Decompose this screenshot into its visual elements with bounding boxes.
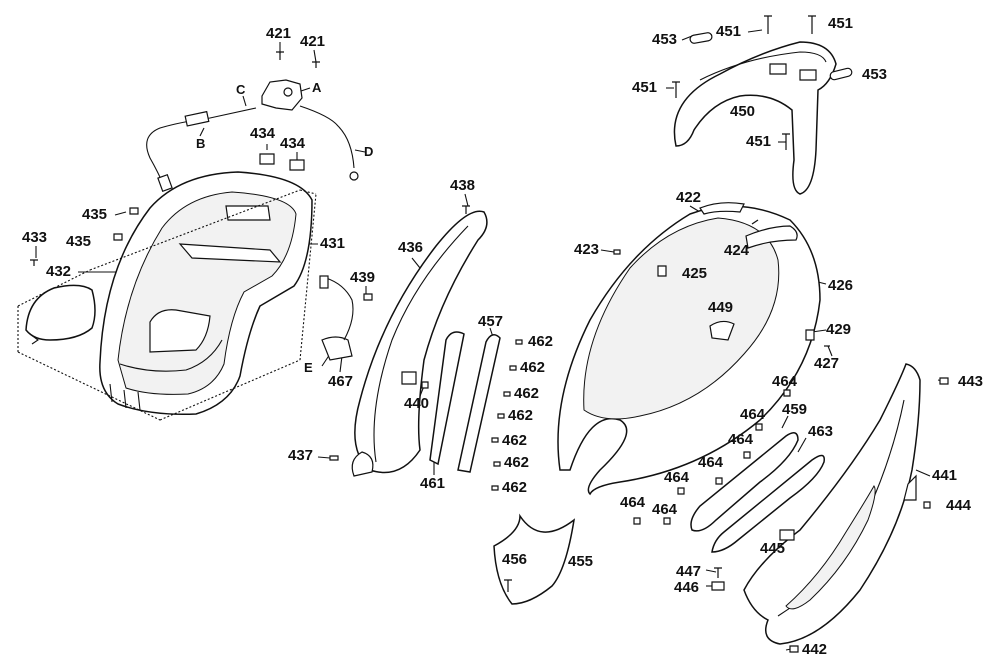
part-label-429: 429 — [826, 321, 852, 338]
inner-cover — [319, 205, 488, 477]
callout-letter-b: B — [196, 136, 206, 151]
part-label-445: 445 — [760, 540, 786, 557]
part-label-434: 434 — [250, 125, 276, 142]
part-label-459: 459 — [782, 401, 808, 418]
side-strips — [429, 331, 523, 491]
callout-letter-d: D — [364, 144, 374, 159]
part-label-464: 464 — [740, 406, 766, 423]
part-label-422: 422 — [676, 189, 702, 206]
part-label-464: 464 — [620, 494, 646, 511]
part-label-451: 451 — [746, 133, 772, 150]
side-molds — [633, 389, 825, 553]
part-label-461: 461 — [420, 475, 446, 492]
seat-lock-assembly — [146, 51, 359, 193]
part-label-451: 451 — [828, 15, 854, 32]
part-label-427: 427 — [814, 355, 840, 372]
part-label-435: 435 — [66, 233, 92, 250]
part-label-432: 432 — [46, 263, 72, 280]
helmet-box — [17, 171, 317, 421]
part-label-467: 467 — [328, 373, 354, 390]
part-label-438: 438 — [450, 177, 476, 194]
part-label-425: 425 — [682, 265, 708, 282]
part-label-456: 456 — [502, 551, 528, 568]
part-label-455: 455 — [568, 553, 594, 570]
rear-carrier — [672, 15, 853, 195]
part-label-462: 462 — [514, 385, 540, 402]
part-label-449: 449 — [708, 299, 734, 316]
lower-center-cover — [493, 513, 576, 605]
part-label-453: 453 — [652, 31, 678, 48]
small-parts-left — [25, 153, 305, 345]
part-label-431: 431 — [320, 235, 346, 252]
part-label-464: 464 — [772, 373, 798, 390]
part-label-444: 444 — [946, 497, 972, 514]
part-label-436: 436 — [398, 239, 424, 256]
callout-letter-e: E — [304, 360, 313, 375]
part-label-462: 462 — [508, 407, 534, 424]
part-label-453: 453 — [862, 66, 888, 83]
part-label-433: 433 — [22, 229, 48, 246]
part-label-464: 464 — [664, 469, 690, 486]
part-label-440: 440 — [404, 395, 430, 412]
part-label-437: 437 — [288, 447, 314, 464]
part-label-435: 435 — [82, 206, 108, 223]
side-cover — [711, 363, 949, 653]
callout-letter-a: A — [312, 80, 322, 95]
part-label-457: 457 — [478, 313, 504, 330]
part-label-464: 464 — [652, 501, 678, 518]
part-label-441: 441 — [932, 467, 958, 484]
part-label-464: 464 — [728, 431, 754, 448]
part-label-439: 439 — [350, 269, 376, 286]
body-cover — [557, 202, 830, 496]
part-label-462: 462 — [502, 432, 528, 449]
part-label-426: 426 — [828, 277, 854, 294]
part-label-421: 421 — [300, 33, 326, 50]
part-label-446: 446 — [674, 579, 700, 596]
part-label-463: 463 — [808, 423, 834, 440]
part-label-464: 464 — [698, 454, 724, 471]
part-label-462: 462 — [528, 333, 554, 350]
part-label-423: 423 — [574, 241, 600, 258]
part-label-434: 434 — [280, 135, 306, 152]
part-label-462: 462 — [520, 359, 546, 376]
part-label-451: 451 — [632, 79, 658, 96]
part-label-442: 442 — [802, 641, 828, 658]
part-label-424: 424 — [724, 242, 750, 259]
part-label-421: 421 — [266, 25, 292, 42]
part-label-462: 462 — [502, 479, 528, 496]
part-label-450: 450 — [730, 103, 756, 120]
part-label-447: 447 — [676, 563, 702, 580]
part-label-462: 462 — [504, 454, 530, 471]
part-label-451: 451 — [716, 23, 742, 40]
callout-letter-c: C — [236, 82, 246, 97]
part-label-443: 443 — [958, 373, 984, 390]
